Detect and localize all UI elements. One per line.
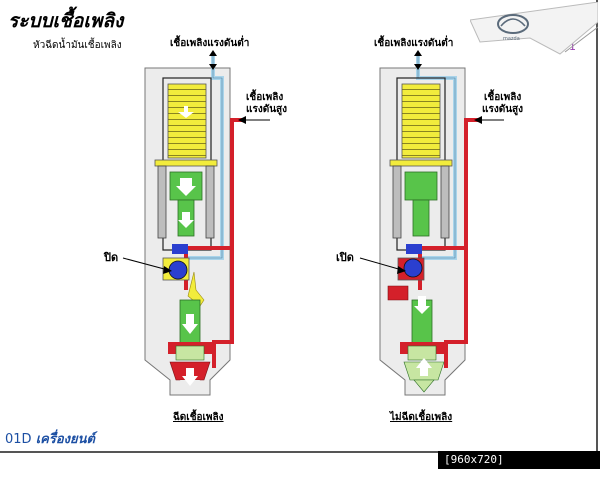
footer-section-name: เครื่องยนต์	[35, 432, 95, 447]
svg-text:mazda: mazda	[503, 36, 520, 42]
right-caption: ไม่ฉีดเชื้อเพลิง	[390, 412, 453, 423]
right-injector	[359, 50, 504, 396]
left-valve-state-label: ปิด	[104, 251, 119, 264]
left-low-pressure-label: เชื้อเพลิงแรงดันต่ำ	[170, 38, 250, 49]
mazda-logo-icon: mazda	[470, 2, 598, 55]
image-credit: [960x720] https://upic.me/	[438, 451, 600, 484]
left-injector	[122, 50, 270, 396]
page-subtitle: หัวฉีดน้ำมันเชื้อเพลิง	[33, 40, 122, 51]
right-valve-state-label: เปิด	[336, 251, 354, 264]
right-high-pressure-label-line2: แรงดันสูง	[482, 104, 524, 115]
slide-frame	[0, 0, 598, 453]
footer-section: 01D เครื่องยนต์	[5, 428, 95, 449]
footer-code: 01D	[5, 432, 32, 447]
left-high-pressure-label-line1: เชื้อเพลิง	[246, 92, 284, 103]
page-title: ระบบเชื้อเพลิง	[8, 10, 124, 32]
injector-diagrams	[122, 50, 504, 396]
right-low-pressure-label: เชื้อเพลิงแรงดันต่ำ	[374, 38, 454, 49]
left-high-pressure-label-line2: แรงดันสูง	[246, 104, 288, 115]
left-caption: ฉีดเชื้อเพลิง	[173, 412, 224, 423]
right-high-pressure-label-line1: เชื้อเพลิง	[484, 92, 522, 103]
